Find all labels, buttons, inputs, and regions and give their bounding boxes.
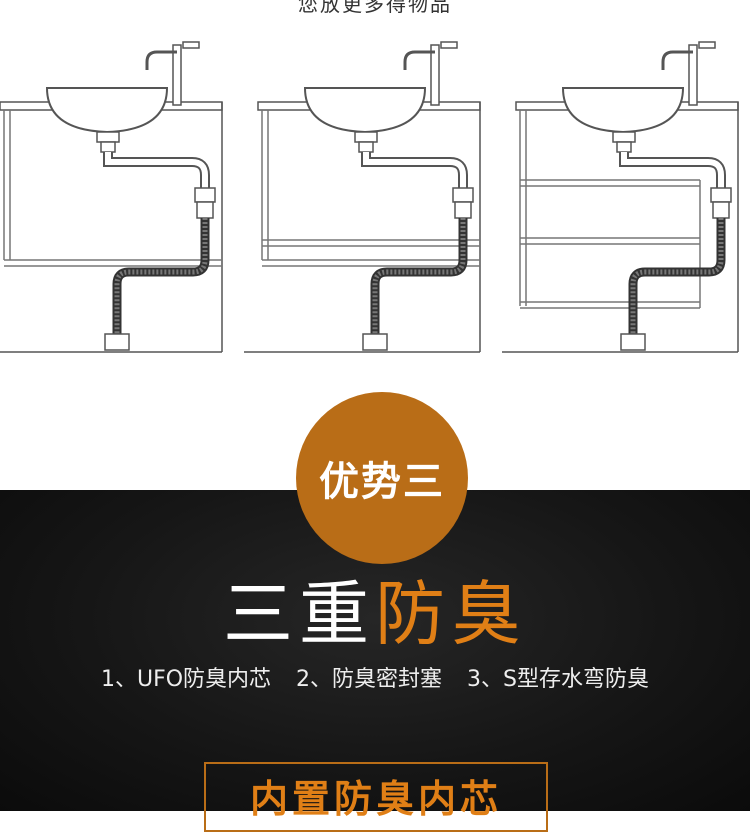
feature-item-3: 3、S型存水弯防臭 <box>467 667 650 692</box>
illustrations <box>0 30 739 380</box>
badge-label: 优势三 <box>319 459 445 505</box>
sink-cabinet-two-shelves <box>502 42 739 352</box>
headline-orange: 防臭 <box>375 573 527 655</box>
advantage-badge: 优势三 <box>296 392 468 564</box>
section-title: 内置防臭内芯 <box>249 777 502 821</box>
top-caption: 您放更多得物品 <box>298 0 452 16</box>
section-title-box: 内置防臭内芯 <box>204 762 548 832</box>
feature-item-2: 2、防臭密封塞 <box>296 667 443 692</box>
headline-white: 三重 <box>223 573 375 655</box>
sink-cabinet-shelf <box>244 42 481 352</box>
headline: 三重防臭 <box>0 572 750 656</box>
feature-list: 1、UFO防臭内芯 2、防臭密封塞 3、S型存水弯防臭 <box>0 661 750 693</box>
sink-cabinet-open <box>0 42 223 352</box>
feature-item-1: 1、UFO防臭内芯 <box>100 667 272 692</box>
